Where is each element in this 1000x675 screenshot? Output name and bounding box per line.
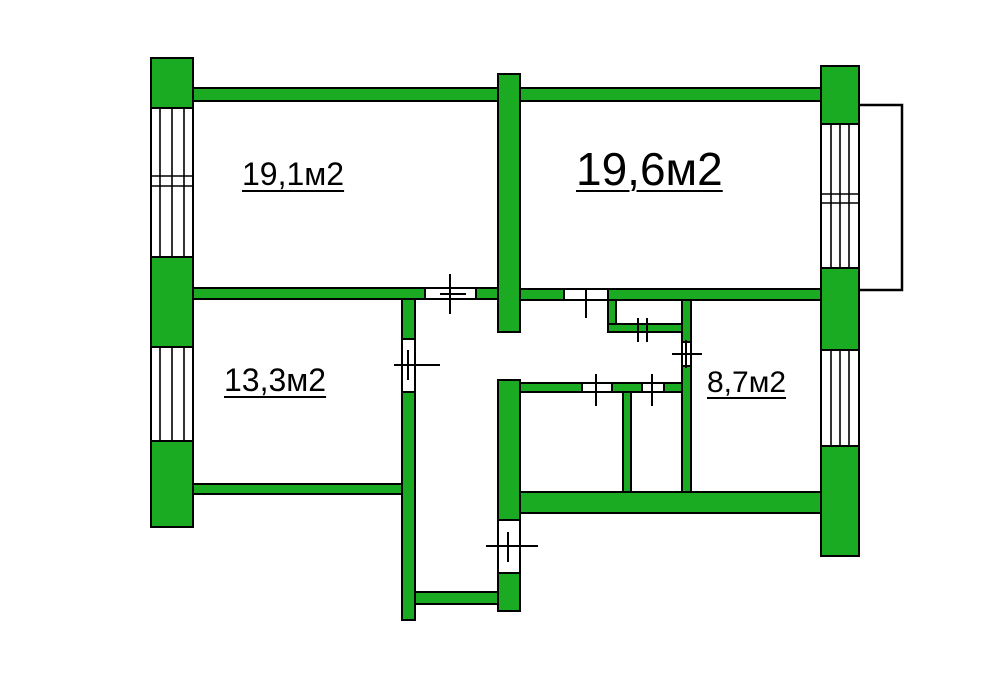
exterior-wall-right xyxy=(820,65,860,557)
niche-wall xyxy=(607,299,683,333)
door-bathroom xyxy=(581,374,613,406)
room-area-label-2: 19,6м2 xyxy=(576,143,723,195)
door-entrance xyxy=(486,519,538,574)
window-right-bottom xyxy=(820,349,860,447)
partition-hall-right xyxy=(497,379,521,612)
door-room3 xyxy=(394,338,440,393)
room-area-label-3: 13,3м2 xyxy=(224,362,327,398)
window-left-bottom xyxy=(150,346,194,442)
balcony xyxy=(856,103,904,292)
exterior-wall-top xyxy=(192,87,822,102)
partition-room3-right xyxy=(401,298,416,621)
door-room1 xyxy=(424,274,477,314)
partition-bottom-right xyxy=(519,491,822,514)
room-area-label-4: 8,7м2 xyxy=(707,366,787,399)
central-wall xyxy=(497,73,521,333)
partition-hall-bottom xyxy=(414,591,499,605)
window-right-top xyxy=(820,123,860,269)
door-niche xyxy=(637,318,648,342)
door-toilet xyxy=(641,374,665,406)
room-area-label-1: 19,1м2 xyxy=(242,156,345,192)
door-room4 xyxy=(672,340,702,368)
window-left-top xyxy=(150,107,194,258)
partition-room3-bottom xyxy=(192,483,403,495)
door-room2 xyxy=(563,288,609,318)
